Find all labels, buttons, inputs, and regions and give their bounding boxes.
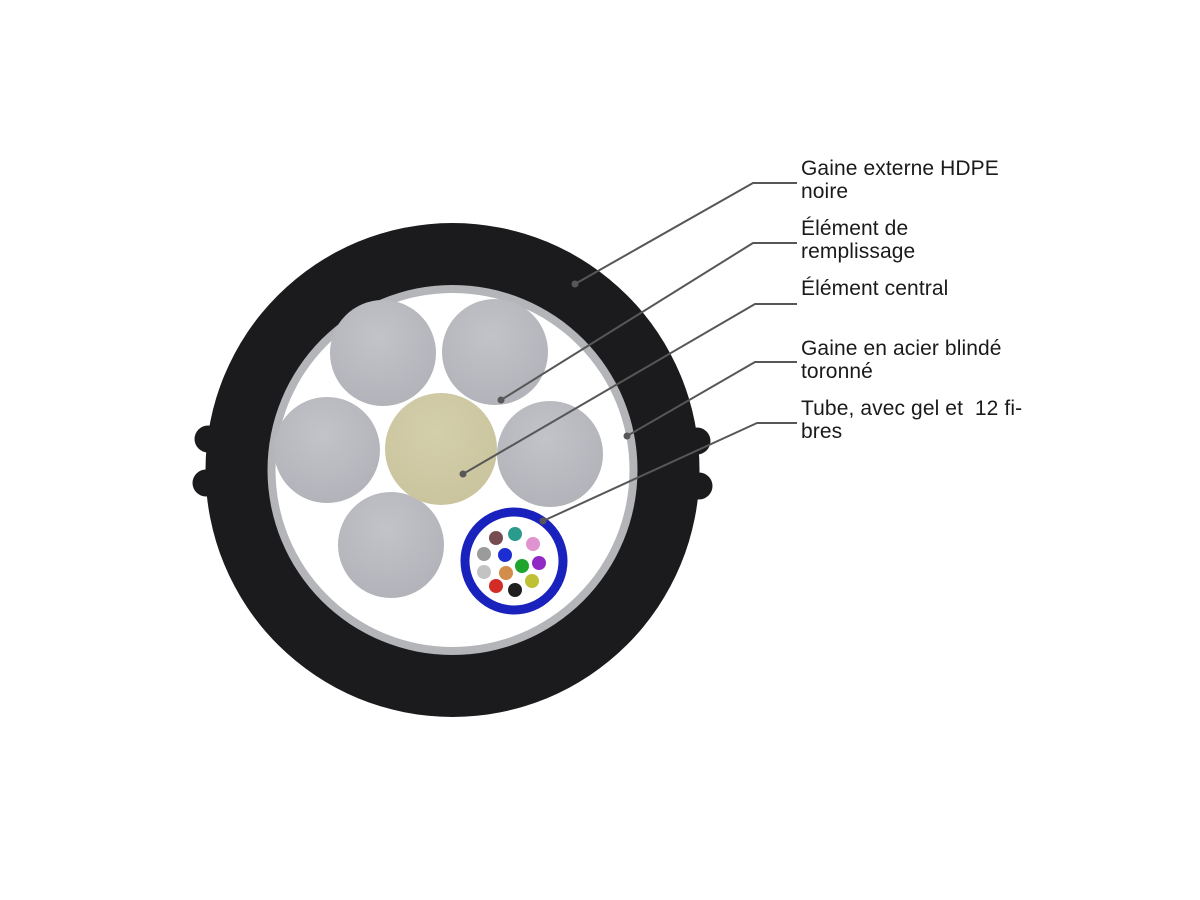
leader-line-filler [500,242,797,401]
fiber-dot-teal [508,527,522,541]
leader-line-central [462,303,797,475]
label-central-element: Élément central [801,277,949,300]
leader-dot-fiber-tube [539,517,547,525]
filler-element-bottom-left [338,492,444,598]
filler-element-right [497,401,603,507]
leader-lines [462,182,797,522]
fiber-dot-blue [498,548,512,562]
central-element [385,393,497,505]
leader-dot-steel-armor [623,432,631,440]
fiber-dot-green [515,559,529,573]
fiber-dot-orange [499,566,513,580]
label-filling-element: Élément de remplissage [801,217,916,263]
label-steel-armor: Gaine en acier blindé toronné [801,337,1002,383]
leader-line-steel-armor [626,361,797,437]
fiber-dot-pink [526,537,540,551]
leader-endpoints [459,280,631,525]
leader-line-fiber-tube [542,422,797,522]
label-outer-sheath: Gaine externe HDPE noire [801,157,999,203]
fiber-dot-brown [489,531,503,545]
label-fiber-tube: Tube, avec gel et 12 fi- bres [801,397,1023,443]
filler-element-top-right [442,299,548,405]
leader-dot-central [459,470,467,478]
filler-element-top-left [330,300,436,406]
fiber-dot-olive [525,574,539,588]
filler-elements [274,299,603,598]
fiber-dot-gray [477,547,491,561]
fiber-dot-lightgray [477,565,491,579]
fiber-dot-red [489,579,503,593]
leader-dot-outer-sheath [571,280,579,288]
leader-line-outer-sheath [574,182,797,285]
filler-element-left [274,397,380,503]
fiber-dot-purple [532,556,546,570]
fiber-dot-black [508,583,522,597]
fiber-tube [460,507,568,615]
leader-dot-filler [497,396,505,404]
